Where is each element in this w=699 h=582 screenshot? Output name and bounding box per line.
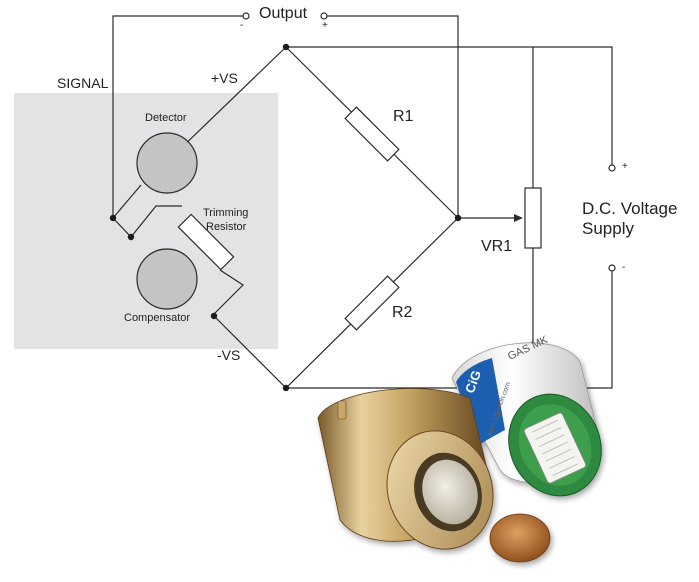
circuit-wires	[112, 15, 613, 389]
resistor-vr1	[524, 187, 542, 249]
supply-terminal-minus	[608, 264, 616, 272]
output-plus-label: +	[322, 20, 328, 31]
sinter-filter-disc	[489, 513, 551, 563]
compensator-element	[136, 248, 198, 310]
cap-pin	[337, 400, 347, 420]
detector-element	[136, 132, 198, 194]
logo-band	[456, 358, 505, 446]
supply-label-line2: Supply	[582, 219, 634, 238]
supply-label-line1: D.C. Voltage	[582, 199, 678, 218]
wire-trim-right	[211, 269, 244, 317]
output-label: Output	[259, 5, 308, 22]
junction-signal	[109, 214, 117, 222]
wire-top-rail	[286, 46, 613, 165]
wire-bridge-detector	[175, 46, 287, 154]
junction-dots	[109, 43, 462, 392]
wire-bridge-compensator	[213, 315, 287, 389]
wiper-arrowhead	[514, 214, 523, 222]
wire-junction-compensator	[112, 217, 132, 238]
brass-cap	[317, 388, 494, 550]
trimming-resistor	[177, 213, 235, 271]
supply-minus-label: -	[622, 262, 626, 273]
terminals	[242, 12, 616, 272]
resistor-r1	[344, 106, 400, 162]
minus-vs-label: -VS	[217, 347, 241, 363]
trimming-resistor-label-line2: Resistor	[206, 221, 247, 233]
output-terminal-plus	[320, 12, 328, 20]
junction-right	[454, 214, 462, 222]
supply-terminal-plus	[608, 164, 616, 172]
junction-trim-right	[210, 312, 218, 320]
white-sensor-body	[451, 342, 602, 497]
signal-label: SIGNAL	[57, 75, 109, 91]
plus-vs-label: +VS	[211, 70, 238, 86]
resistor-r2	[344, 275, 400, 331]
vr1-label: VR1	[481, 238, 513, 255]
r2-label: R2	[392, 304, 413, 321]
junction-trim-left	[127, 233, 135, 241]
detector-label: Detector	[145, 112, 187, 124]
output-minus-label: -	[240, 20, 244, 31]
wire-detector-junction	[112, 184, 142, 219]
output-terminal-minus	[242, 12, 250, 20]
cap-lens	[422, 459, 478, 525]
wire-trim-left	[130, 205, 182, 238]
junction-bottom	[282, 384, 290, 392]
trimming-resistor-label-line1: Trimming	[203, 207, 249, 219]
r1-label: R1	[393, 108, 414, 125]
supply-plus-label: +	[622, 161, 628, 172]
wire-bottom-rail	[286, 271, 613, 389]
wire-output-left	[112, 15, 243, 218]
wire-output-right	[327, 15, 459, 218]
compensator-label: Compensator	[124, 312, 191, 324]
sensor-panel	[14, 93, 278, 349]
junction-top	[282, 43, 290, 51]
sensor-photo	[317, 342, 602, 563]
